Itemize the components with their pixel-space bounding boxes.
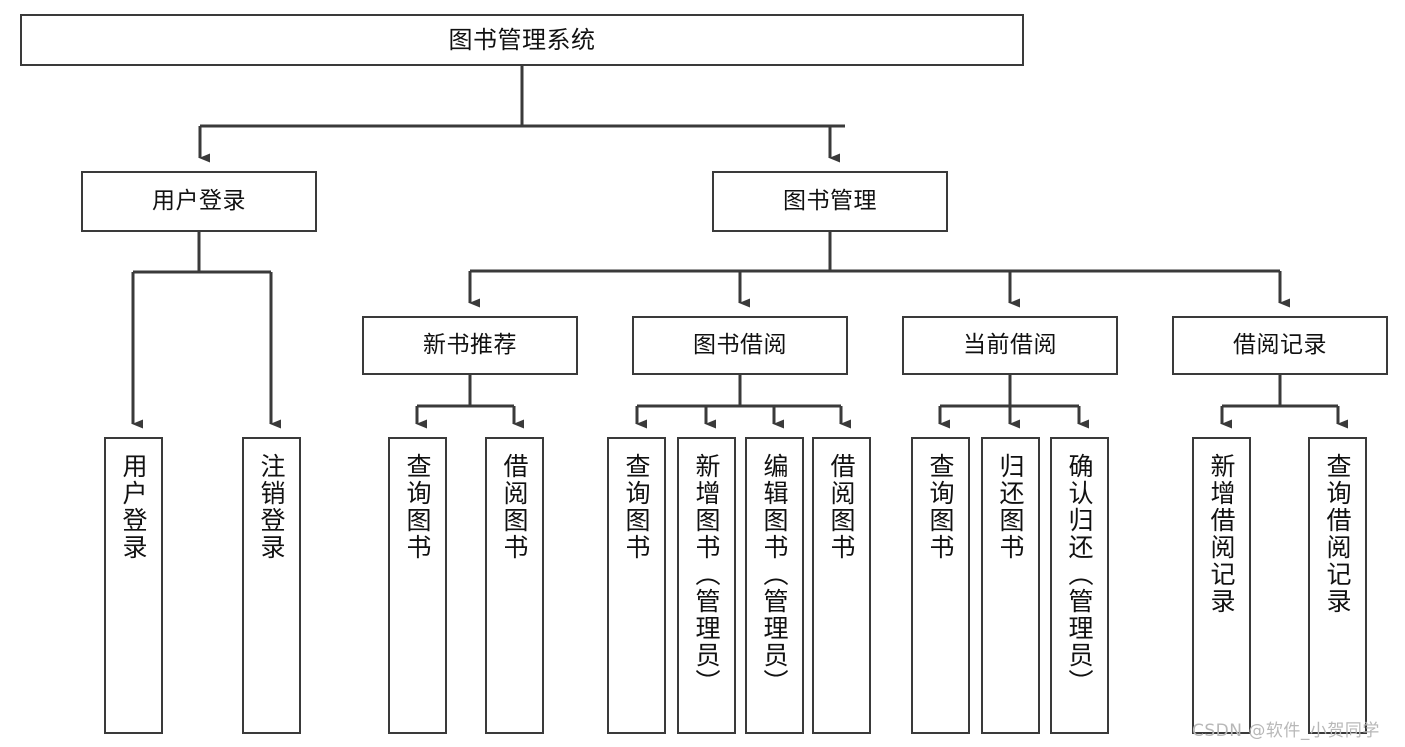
- node-label: 借阅图书: [827, 453, 856, 561]
- leaf-borrow-book-2[interactable]: 借阅图书: [812, 437, 871, 734]
- leaf-edit-book[interactable]: 编辑图书（管理员）: [745, 437, 804, 734]
- node-label: 借阅图书: [500, 453, 529, 561]
- leaf-add-book[interactable]: 新增图书（管理员）: [677, 437, 736, 734]
- node-root-system[interactable]: 图书管理系统: [20, 14, 1024, 66]
- leaf-user-login[interactable]: 用户登录: [104, 437, 163, 734]
- node-label: 图书管理: [783, 187, 877, 214]
- watermark-text: CSDN @软件_小贺同学: [1192, 721, 1380, 741]
- node-label: 用户登录: [119, 453, 148, 561]
- leaf-query-book-1[interactable]: 查询图书: [388, 437, 447, 734]
- node-new-book-recommend[interactable]: 新书推荐: [362, 316, 578, 375]
- leaf-add-record[interactable]: 新增借阅记录: [1192, 437, 1251, 734]
- node-label: 确认归还（管理员）: [1065, 453, 1094, 696]
- node-label: 查询图书: [403, 453, 432, 561]
- node-label: 查询借阅记录: [1323, 453, 1352, 615]
- node-label: 当前借阅: [963, 331, 1057, 358]
- node-label: 注销登录: [257, 453, 286, 561]
- node-label: 图书借阅: [693, 331, 787, 358]
- node-label: 借阅记录: [1233, 331, 1327, 358]
- node-user-login[interactable]: 用户登录: [81, 171, 317, 232]
- leaf-borrow-book-1[interactable]: 借阅图书: [485, 437, 544, 734]
- leaf-confirm-return[interactable]: 确认归还（管理员）: [1050, 437, 1109, 734]
- leaf-logout-login[interactable]: 注销登录: [242, 437, 301, 734]
- node-label: 新增借阅记录: [1207, 453, 1236, 615]
- node-label: 图书管理系统: [448, 25, 596, 54]
- node-label: 查询图书: [926, 453, 955, 561]
- node-label: 新书推荐: [423, 331, 517, 358]
- leaf-query-book-2[interactable]: 查询图书: [607, 437, 666, 734]
- node-book-management[interactable]: 图书管理: [712, 171, 948, 232]
- node-label: 编辑图书（管理员）: [760, 453, 789, 696]
- node-label: 归还图书: [996, 453, 1025, 561]
- leaf-query-record[interactable]: 查询借阅记录: [1308, 437, 1367, 734]
- node-book-borrow[interactable]: 图书借阅: [632, 316, 848, 375]
- node-label: 新增图书（管理员）: [692, 453, 721, 696]
- leaf-query-book-3[interactable]: 查询图书: [911, 437, 970, 734]
- node-label: 查询图书: [622, 453, 651, 561]
- node-borrow-record[interactable]: 借阅记录: [1172, 316, 1388, 375]
- leaf-return-book[interactable]: 归还图书: [981, 437, 1040, 734]
- node-label: 用户登录: [152, 187, 246, 214]
- node-current-borrow[interactable]: 当前借阅: [902, 316, 1118, 375]
